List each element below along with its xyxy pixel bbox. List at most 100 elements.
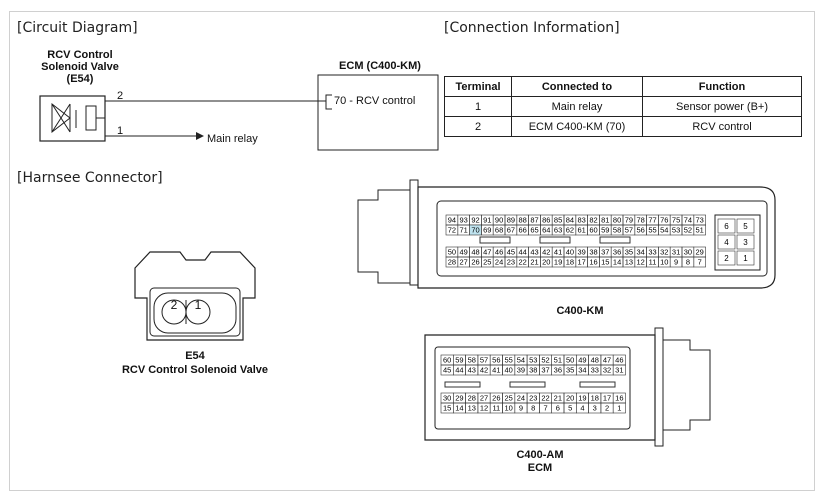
km-pin-number: 17 bbox=[578, 258, 586, 267]
km-pin-number: 84 bbox=[566, 216, 574, 225]
km-pin-number: 22 bbox=[519, 258, 527, 267]
km-pin-number: 11 bbox=[649, 258, 657, 267]
km-pin-number: 85 bbox=[554, 216, 562, 225]
am-pin-number: 43 bbox=[468, 366, 476, 375]
km-pin-number: 29 bbox=[696, 248, 704, 257]
section-title-harness: [Harnsee Connector] bbox=[17, 170, 163, 186]
am-pin-number: 18 bbox=[591, 394, 599, 403]
am-pin-number: 26 bbox=[492, 394, 500, 403]
km-pin-number: 42 bbox=[542, 248, 550, 257]
section-title-connection: [Connection Information] bbox=[444, 20, 620, 36]
km-pin-number: 66 bbox=[519, 226, 527, 235]
km-pin-number: 49 bbox=[460, 248, 468, 257]
am-pin-number: 11 bbox=[492, 404, 500, 413]
km-side-pin-number: 6 bbox=[724, 222, 729, 231]
km-pin-number: 58 bbox=[613, 226, 621, 235]
km-pin-number: 70 bbox=[471, 226, 479, 235]
am-pin-number: 38 bbox=[529, 366, 537, 375]
km-pin-number: 72 bbox=[448, 226, 456, 235]
am-pin-number: 51 bbox=[554, 356, 562, 365]
km-pin-number: 53 bbox=[672, 226, 680, 235]
am-pin-number: 57 bbox=[480, 356, 488, 365]
am-pin-number: 27 bbox=[480, 394, 488, 403]
km-pin-number: 63 bbox=[554, 226, 562, 235]
am-pin-number: 24 bbox=[517, 394, 525, 403]
km-side-pin-number: 2 bbox=[724, 254, 729, 263]
km-pin-number: 30 bbox=[684, 248, 692, 257]
km-pin-number: 27 bbox=[460, 258, 468, 267]
am-pin-number: 59 bbox=[455, 356, 463, 365]
km-pin-number: 12 bbox=[637, 258, 645, 267]
km-side-pin-cell bbox=[717, 250, 736, 266]
arrow-icon bbox=[196, 132, 204, 140]
diagram-frame bbox=[9, 11, 815, 491]
am-pin-number: 47 bbox=[603, 356, 611, 365]
km-pin-number: 37 bbox=[601, 248, 609, 257]
km-pin-number: 79 bbox=[625, 216, 633, 225]
km-side-pin-number: 4 bbox=[724, 238, 729, 247]
valve-label-line2: Solenoid Valve bbox=[41, 61, 119, 73]
km-pin-number: 19 bbox=[554, 258, 562, 267]
e54-pin1-label: 1 bbox=[194, 298, 202, 312]
valve-symbol-icon bbox=[51, 102, 71, 134]
km-pin-cell bbox=[693, 256, 706, 268]
km-pin-number: 39 bbox=[578, 248, 586, 257]
am-pin-number: 44 bbox=[455, 366, 463, 375]
km-pin-number: 15 bbox=[601, 258, 609, 267]
am-pin-number: 22 bbox=[541, 394, 549, 403]
table-cell: 2 bbox=[444, 116, 512, 137]
valve-label-line1: RCV Control bbox=[47, 49, 113, 61]
km-pin-number: 31 bbox=[672, 248, 680, 257]
km-pin-number: 20 bbox=[542, 258, 550, 267]
am-pin-number: 55 bbox=[504, 356, 512, 365]
km-pin-number: 38 bbox=[589, 248, 597, 257]
am-pin-number: 31 bbox=[615, 366, 623, 375]
km-pin-number: 74 bbox=[684, 216, 692, 225]
km-pin-number: 80 bbox=[613, 216, 621, 225]
km-pin-number: 81 bbox=[601, 216, 609, 225]
c400km-label: C400-KM bbox=[556, 305, 604, 317]
km-side-pin-cell bbox=[736, 250, 755, 266]
c400am-label: C400-AM bbox=[516, 449, 564, 461]
km-pin-number: 55 bbox=[648, 226, 656, 235]
table-cell: 1 bbox=[444, 96, 512, 117]
am-pin-number: 21 bbox=[554, 394, 562, 403]
am-pin-number: 40 bbox=[504, 366, 512, 375]
ecm-pin-label: 70 - RCV control bbox=[334, 95, 416, 107]
km-pin-number: 76 bbox=[660, 216, 668, 225]
am-pin-number: 54 bbox=[517, 356, 525, 365]
am-pin-number: 28 bbox=[468, 394, 476, 403]
km-pin-number: 40 bbox=[566, 248, 574, 257]
km-side-pin-cell bbox=[736, 234, 755, 250]
section-title-circuit: [Circuit Diagram] bbox=[17, 20, 138, 36]
am-pin-number: 33 bbox=[591, 366, 599, 375]
am-pin-number: 14 bbox=[455, 404, 463, 413]
am-pin-number: 39 bbox=[517, 366, 525, 375]
e54-connector-body bbox=[134, 251, 256, 341]
km-pin-number: 33 bbox=[648, 248, 656, 257]
valve-box bbox=[39, 95, 106, 142]
km-pin-number: 87 bbox=[530, 216, 538, 225]
table-cell: ECM C400-KM (70) bbox=[511, 116, 643, 137]
km-pin-number: 13 bbox=[625, 258, 633, 267]
am-pin-number: 7 bbox=[543, 404, 547, 413]
km-key-slot bbox=[599, 236, 631, 244]
km-pin-number: 52 bbox=[684, 226, 692, 235]
km-pin-number: 57 bbox=[625, 226, 633, 235]
am-pin-number: 9 bbox=[519, 404, 523, 413]
am-pin-number: 8 bbox=[531, 404, 535, 413]
table-cell: RCV control bbox=[642, 116, 802, 137]
km-pin-number: 67 bbox=[507, 226, 515, 235]
km-pin-number: 75 bbox=[672, 216, 680, 225]
e54-description: RCV Control Solenoid Valve bbox=[121, 364, 269, 376]
km-pin-number: 44 bbox=[519, 248, 527, 257]
am-pin-number: 46 bbox=[615, 356, 623, 365]
solenoid-coil-icon bbox=[85, 105, 97, 131]
km-pin-number: 18 bbox=[566, 258, 574, 267]
km-pin-number: 26 bbox=[471, 258, 479, 267]
am-pin-number: 56 bbox=[492, 356, 500, 365]
am-pin-number: 58 bbox=[468, 356, 476, 365]
am-key-slot bbox=[579, 381, 616, 388]
km-side-pin-cell bbox=[736, 218, 755, 234]
